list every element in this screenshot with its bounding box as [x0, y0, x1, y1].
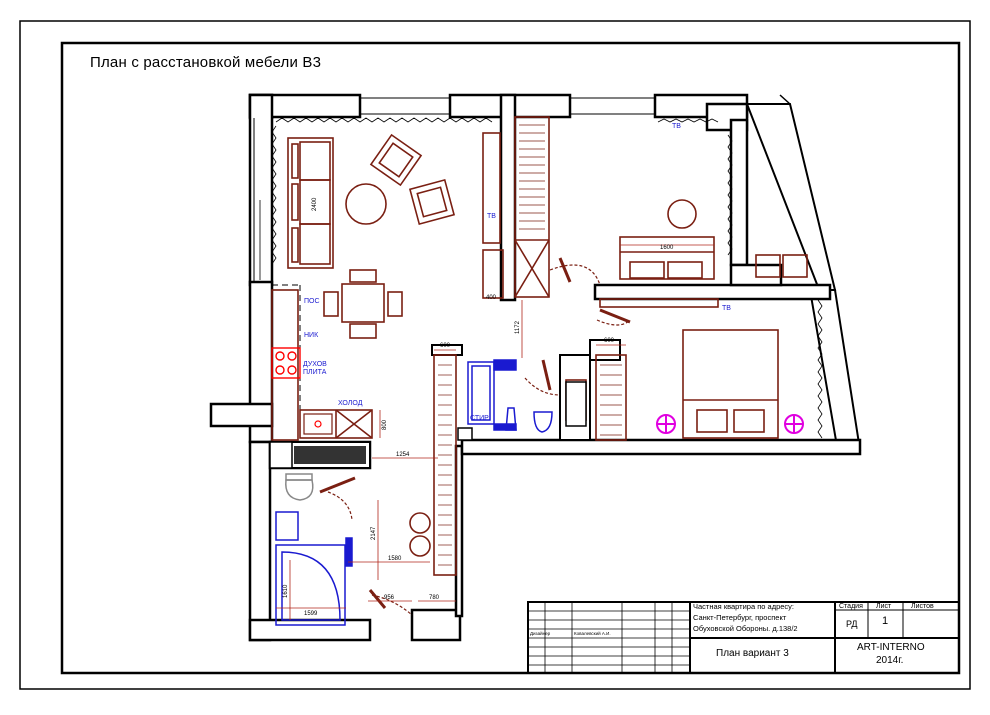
- plan-name: План вариант 3: [716, 648, 789, 659]
- address-line-3: Обуховской Обороны. д.138/2: [693, 624, 798, 633]
- stage-header: Стадия: [839, 603, 863, 610]
- dim-2147: 2147: [371, 526, 377, 540]
- inner-frame: [60, 41, 961, 675]
- hall-wardrobe: [433, 354, 457, 576]
- designer-role: Дизайнер: [530, 630, 551, 636]
- bedside-lamps: [656, 414, 804, 434]
- dim-1599: 1599: [304, 611, 318, 617]
- dim-800: 800: [382, 419, 388, 430]
- sheet-value: 1: [882, 615, 888, 627]
- bathroom-fixtures: [275, 359, 553, 626]
- armchair-2: [408, 178, 456, 226]
- toilet-1: [285, 479, 314, 501]
- dim-2400: 2400: [312, 197, 318, 211]
- tv-label-bedroom-top: ТВ: [672, 123, 681, 130]
- armchair-1: [369, 133, 423, 187]
- shower: [467, 361, 495, 425]
- kitchen-sink: [303, 413, 333, 435]
- outer-frame: [19, 20, 971, 690]
- title-block: [527, 601, 960, 674]
- stage-value: РД: [846, 619, 858, 629]
- company-name: ART-INTERNO: [857, 642, 925, 653]
- round-table: [345, 183, 387, 225]
- label-nik: НИК: [304, 332, 319, 339]
- year: 2014г.: [876, 655, 903, 666]
- label-dukhov: ДУХОВ: [303, 361, 327, 368]
- wardrobe-central: [514, 116, 550, 298]
- curtains: [253, 117, 823, 439]
- stove: [271, 347, 301, 379]
- dim-1600: 1600: [660, 245, 674, 251]
- dimension-labels: 2400 400 1172 1600 600 600 800 1254 2147…: [283, 197, 674, 617]
- sink: [275, 511, 299, 541]
- label-kholod: ХОЛОД: [338, 400, 363, 407]
- dim-780: 780: [429, 595, 440, 601]
- tv-label-living: ТВ: [487, 213, 496, 220]
- dim-600-b: 600: [604, 338, 615, 344]
- dim-1172: 1172: [515, 320, 521, 334]
- dimension-lines: [276, 244, 714, 620]
- address-line-1: Частная квартира по адресу:: [693, 602, 794, 611]
- dim-1580: 1580: [388, 556, 402, 562]
- sofa-living: [287, 137, 334, 269]
- entry-appliances: [269, 381, 587, 469]
- title-block-text: Частная квартира по адресу: Санкт-Петерб…: [530, 602, 934, 666]
- hatching: [438, 124, 622, 566]
- dim-600-a: 600: [440, 343, 451, 349]
- kitchen-counter: [271, 289, 299, 441]
- sofa-bedroom: [619, 236, 715, 280]
- sheets-header: Листов: [911, 603, 934, 610]
- bathtub: [275, 544, 346, 626]
- room-labels: ТВ ТВ ТВ ПОС НИК ДУХОВ ПЛИТА ХОЛОД СТИР: [303, 123, 731, 422]
- tv-label-bedroom: ТВ: [722, 305, 731, 312]
- wardrobe-bedroom: [595, 354, 627, 441]
- dim-400: 400: [486, 295, 497, 301]
- dim-1254: 1254: [396, 452, 410, 458]
- designer-name: Ковалевский А.И.: [574, 630, 611, 636]
- dim-956: 956: [384, 595, 395, 601]
- bed: [682, 329, 779, 439]
- tv-unit-living: [482, 132, 501, 244]
- round-pouf: [667, 199, 697, 229]
- address-line-2: Санкт-Петербург, проспект: [693, 613, 787, 622]
- sheet-header: Лист: [876, 603, 892, 610]
- dining-table: [341, 283, 385, 323]
- toilet-2: [533, 411, 553, 433]
- label-plita: ПЛИТА: [303, 369, 327, 376]
- page-title: План с расстановкой мебели В3: [90, 54, 322, 71]
- label-pos: ПОС: [304, 298, 320, 305]
- label-stir: СТИР: [470, 415, 489, 422]
- dim-1610: 1610: [283, 584, 289, 598]
